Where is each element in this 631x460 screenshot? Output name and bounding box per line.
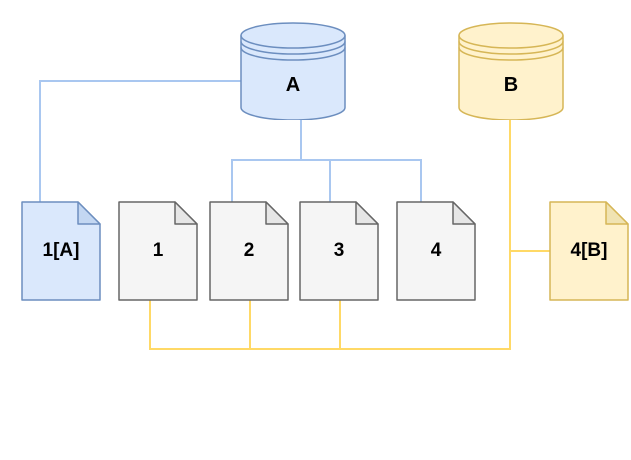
document-1a: 1[A] (21, 201, 101, 301)
cylinder-rings (458, 35, 564, 61)
document-icon (299, 201, 379, 301)
document-fold (605, 201, 629, 225)
document-fold (77, 201, 101, 225)
document-icon (396, 201, 476, 301)
document-fold (452, 201, 476, 225)
cylinder-body (240, 22, 346, 120)
document-body (118, 201, 198, 301)
document-1: 1 (118, 201, 198, 301)
document-fold (174, 201, 198, 225)
document-body (396, 201, 476, 301)
document-icon (118, 201, 198, 301)
document-4: 4 (396, 201, 476, 301)
cylinder-body (458, 22, 564, 120)
document-body (209, 201, 289, 301)
document-3: 3 (299, 201, 379, 301)
cylinder-rings (240, 35, 346, 61)
document-body (549, 201, 629, 301)
document-fold (265, 201, 289, 225)
document-icon (21, 201, 101, 301)
edge-a-to-doc1a (39, 80, 242, 202)
document-icon (549, 201, 629, 301)
database-b: B (458, 22, 564, 120)
document-4b: 4[B] (549, 201, 629, 301)
database-cylinder-icon (458, 22, 564, 120)
document-2: 2 (209, 201, 289, 301)
document-fold (355, 201, 379, 225)
database-cylinder-icon (240, 22, 346, 120)
document-body (299, 201, 379, 301)
database-a: A (240, 22, 346, 120)
document-icon (209, 201, 289, 301)
document-body (21, 201, 101, 301)
